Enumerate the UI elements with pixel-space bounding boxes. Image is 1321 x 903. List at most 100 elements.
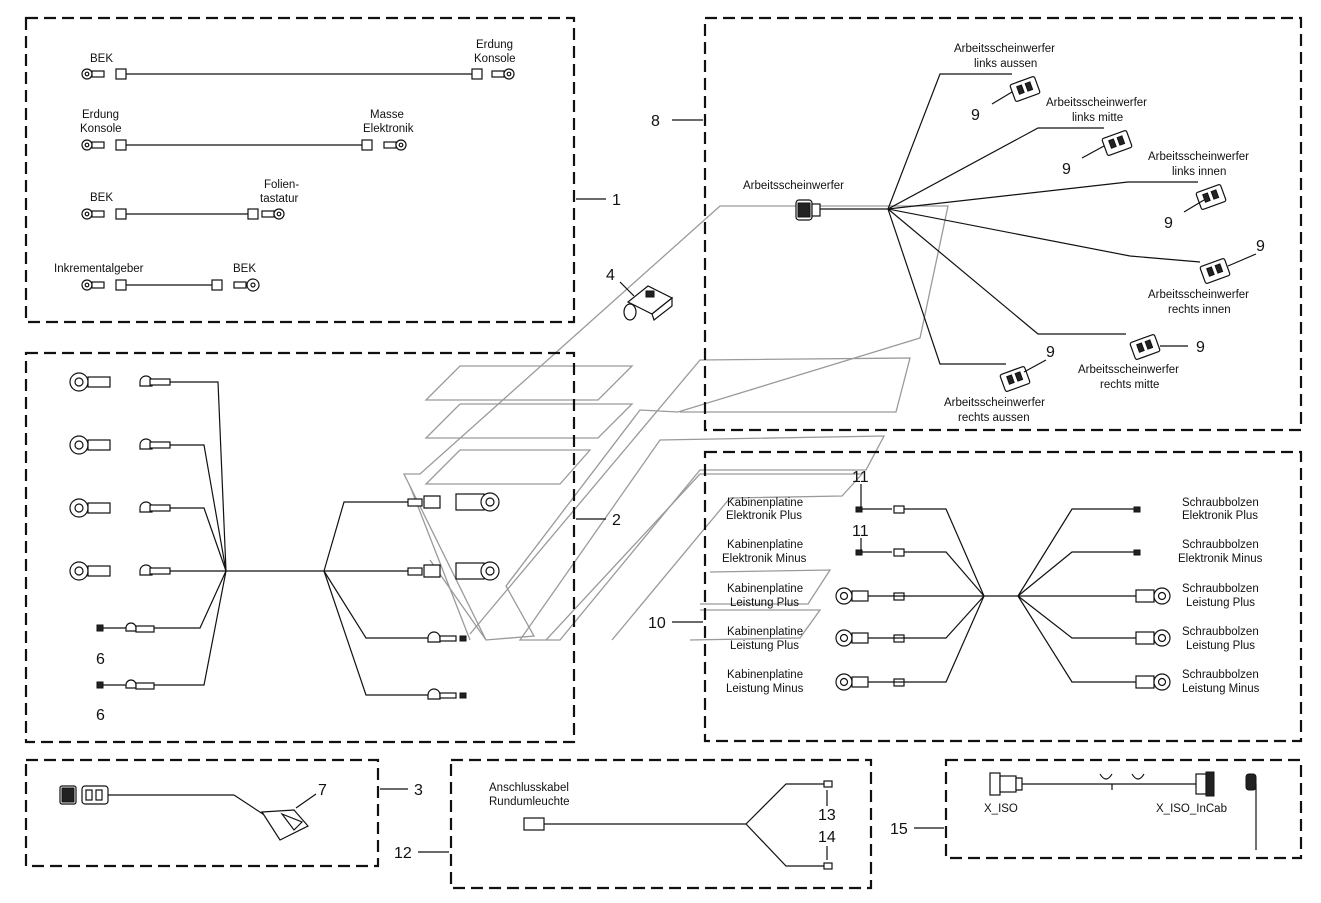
label-work-light-pos: rechts innen [1168,304,1231,316]
ring-terminal [69,435,227,572]
ring-terminal [69,372,227,572]
callout-9: 9 [1046,344,1055,361]
label-cab-board-type: Elektronik Minus [722,553,807,565]
group-box-1 [24,16,576,324]
label-work-light: Arbeitsscheinwerfer [1078,364,1179,376]
label-stud: Schraubbolzen [1182,497,1259,509]
label-stud-type: Elektronik Plus [1182,510,1258,522]
ground-cable-bek-folientastatur [81,208,285,220]
iso-cable [989,771,1257,850]
label-stud-type: Leistung Plus [1186,640,1255,652]
callout-9: 9 [1256,238,1265,255]
callout-9: 9 [971,107,980,124]
ground-cable-inkrementalgeber-bek [81,278,260,292]
label-x-iso: X_ISO [984,803,1018,815]
work-light-connector [1101,130,1133,156]
callout-9: 9 [1062,161,1071,178]
label-inkrementalgeber: Inkrementalgeber [54,263,144,275]
callout-12: 12 [394,845,412,862]
label-erdung: Erdung [82,109,119,121]
label-beacon: Rundumleuchte [489,796,570,808]
callout-7: 7 [318,782,327,799]
label-cab-board-type: Elektronik Plus [726,510,802,522]
label-cab-board: Kabinenplatine [727,669,803,681]
callout-10: 10 [648,615,666,632]
group-box-10 [703,450,1303,743]
small-terminal [855,548,985,597]
ring-terminal [69,561,226,581]
label-work-light: Arbeitsscheinwerfer [944,397,1045,409]
label-work-light: Arbeitsscheinwerfer [1046,97,1147,109]
label-work-light: Arbeitsscheinwerfer [1148,289,1249,301]
group-box-8 [703,16,1303,432]
beacon-cable [523,780,833,870]
small-terminal [96,570,227,633]
label-bek: BEK [90,53,113,65]
label-stud-type: Leistung Plus [1186,597,1255,609]
main-power-harness [69,372,500,700]
ground-cable-erdung-masse [81,139,407,151]
callout-13: 13 [818,807,836,824]
small-terminal [1017,506,1141,597]
label-elektronik: Elektronik [363,123,414,135]
label-work-light-pos: rechts aussen [958,412,1030,424]
work-light-connector [1195,184,1227,210]
group-box-3 [24,758,380,868]
cab-board-harness [835,505,1171,691]
label-cab-board: Kabinenplatine [727,539,803,551]
group-box-12 [449,758,873,890]
label-cab-board-type: Leistung Plus [730,597,799,609]
small-terminal [1017,549,1141,597]
work-light-connector [999,366,1031,392]
label-stud: Schraubbolzen [1182,539,1259,551]
label-stud-type: Leistung Minus [1182,683,1260,695]
ring-terminal [1017,595,1171,691]
label-cab-board-type: Leistung Plus [730,640,799,652]
callout-15: 15 [890,821,908,838]
label-work-light-pos: rechts mitte [1100,379,1159,391]
group-box-15 [944,758,1303,860]
callout-11: 11 [852,469,869,486]
label-beacon-cable: Anschlusskabel [489,782,569,794]
ring-terminal [324,561,500,581]
label-cab-board-type: Leistung Minus [726,683,804,695]
small-terminal [323,570,467,643]
callout-4: 4 [606,267,615,284]
ring-terminal [1018,587,1171,605]
callout-9: 9 [1164,215,1173,232]
label-work-light: Arbeitsscheinwerfer [1148,151,1249,163]
label-work-light: Arbeitsscheinwerfer [743,180,844,192]
label-konsole: Konsole [474,53,516,65]
label-cab-board: Kabinenplatine [727,497,803,509]
label-folien: Folien- [264,179,299,191]
work-light-source-connector [795,199,821,221]
label-stud: Schraubbolzen [1182,583,1259,595]
label-x-iso-incab: X_ISO_InCab [1156,803,1227,815]
label-bek: BEK [233,263,256,275]
ground-cable-bek-erdung [81,68,515,80]
callout-9: 9 [1196,339,1205,356]
small-terminal [855,505,985,597]
callout-14: 14 [818,829,836,846]
callout-2: 2 [612,512,621,529]
label-bek: BEK [90,192,113,204]
connector-item-4 [623,285,674,321]
work-light-connector [1199,258,1231,284]
small-terminal [323,570,467,700]
callout-6: 6 [96,651,105,668]
ring-terminal [835,587,984,605]
label-work-light-pos: links aussen [974,58,1037,70]
label-cab-board: Kabinenplatine [727,583,803,595]
label-work-light-pos: links innen [1172,166,1226,178]
work-light-connector [1009,76,1041,102]
label-stud: Schraubbolzen [1182,626,1259,638]
adapter-cable-item-7 [59,785,309,841]
group-box-2 [24,351,576,744]
ring-terminal [1017,595,1171,647]
label-stud-type: Elektronik Minus [1178,553,1263,565]
label-masse: Masse [370,109,404,121]
callout-3: 3 [414,782,423,799]
small-terminal [96,570,227,690]
label-tastatur: tastatur [260,193,299,205]
ring-terminal [69,498,227,572]
